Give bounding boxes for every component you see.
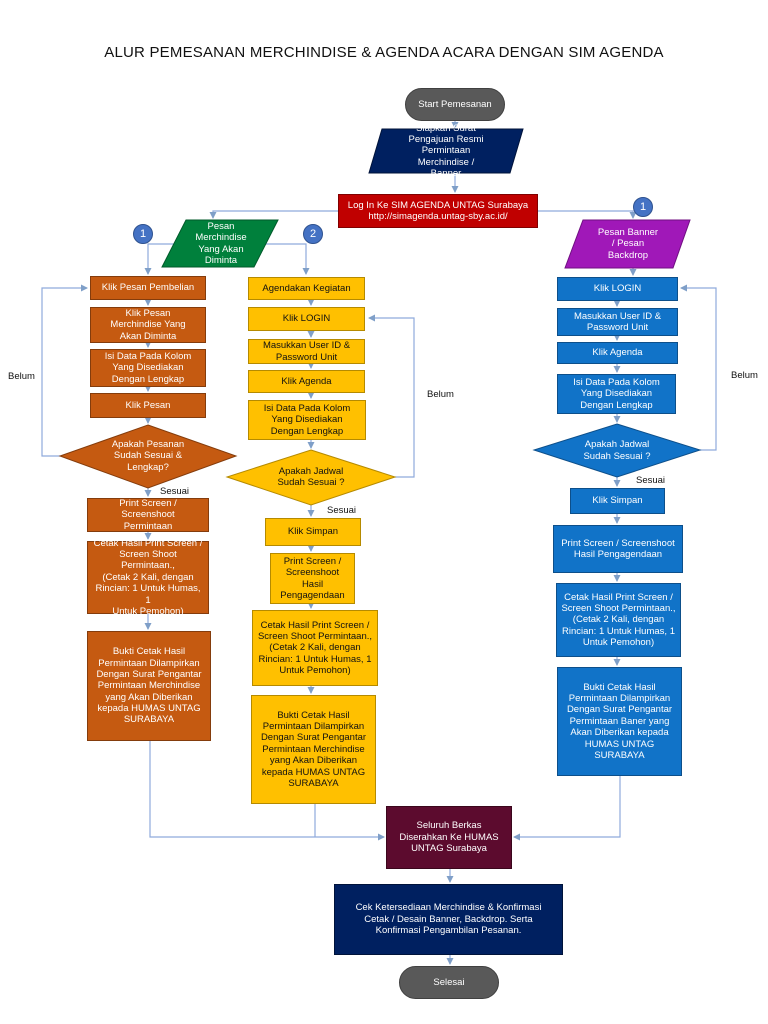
siapkan-shape: [368, 128, 524, 174]
decision-agenda-shape: [225, 449, 397, 506]
decision-agenda-text: Apakah Jadwal Sudah Sesuai ?: [277, 465, 345, 488]
label-sesuai-merch: Sesuai: [160, 486, 190, 497]
badge-1-right: 1: [633, 197, 653, 217]
label-belum-merch: Belum: [8, 371, 35, 382]
arrow-login-merch: [209, 210, 338, 219]
badge-1-left: 1: [133, 224, 153, 244]
step-masukkan-user-agenda: Masukkan User ID & Password Unit: [248, 339, 365, 364]
loop-belum-agenda: [368, 314, 415, 478]
pesan-merch-shape: [161, 219, 279, 268]
step-cetak-hasil-merch: Cetak Hasil Print Screen / Screen Shoot …: [87, 538, 209, 617]
pesan-merchindise-text: Pesan Merchindise Yang Akan Diminta: [195, 220, 247, 266]
step-print-screen-agenda: Print Screen / Screenshoot Hasil Pengage…: [270, 553, 355, 604]
step-bukti-cetak-agenda: Bukti Cetak Hasil Permintaan Dilampirkan…: [251, 695, 376, 804]
step-cetak-hasil-banner: Cetak Hasil Print Screen / Screen Shoot …: [556, 583, 681, 657]
step-klik-pesan-merchindise: Klik Pesan Merchindise Yang Akan Diminta: [90, 307, 206, 343]
step-masukkan-user-banner: Masukkan User ID & Password Unit: [557, 308, 678, 336]
step-klik-pesan-pembelian: Klik Pesan Pembelian: [90, 276, 206, 300]
arrow-col3-merge: [513, 776, 621, 841]
cek-ketersediaan-node: Cek Ketersediaan Merchindise & Konfirmas…: [334, 884, 563, 955]
label-sesuai-agenda: Sesuai: [327, 505, 357, 516]
step-bukti-cetak-merch: Bukti Cetak Hasil Permintaan Dilampirkan…: [87, 631, 211, 741]
page-title: ALUR PEMESANAN MERCHINDISE & AGENDA ACAR…: [104, 44, 664, 61]
arrow-merch-col1: [144, 243, 175, 275]
siapkan-surat-text: Siapkan Surat Pengajuan Resmi Permintaan…: [408, 122, 484, 180]
arrow-col1-merge: [149, 741, 385, 841]
step-klik-login-banner: Klik LOGIN: [557, 277, 678, 301]
step-bukti-cetak-banner: Bukti Cetak Hasil Permintaan Dilampirkan…: [557, 667, 682, 776]
step-klik-agenda-banner: Klik Agenda: [557, 342, 678, 364]
step-klik-simpan-agenda: Klik Simpan: [265, 518, 361, 546]
decision-merch-text: Apakah Pesanan Sudah Sesuai & Lengkap?: [111, 438, 185, 473]
arrow-login-banner: [538, 210, 637, 219]
label-belum-banner: Belum: [731, 370, 758, 381]
step-klik-agenda: Klik Agenda: [248, 370, 365, 393]
decision-banner-text: Apakah Jadwal Sudah Sesuai ?: [583, 439, 651, 462]
decision-merch-shape: [58, 424, 238, 489]
decision-banner-shape: [532, 423, 702, 478]
step-klik-simpan-banner: Klik Simpan: [570, 488, 665, 514]
label-belum-agenda: Belum: [427, 389, 454, 400]
login-sim-agenda: Log In Ke SIM AGENDA UNTAG Surabaya http…: [338, 194, 538, 228]
loop-belum-merch: [41, 284, 88, 457]
badge-2: 2: [303, 224, 323, 244]
step-isi-data-banner: Isi Data Pada Kolom Yang Disediakan Deng…: [557, 374, 676, 414]
start-node: Start Pemesanan: [405, 88, 505, 121]
pesan-banner-text: Pesan Banner / Pesan Backdrop: [597, 226, 659, 261]
seluruh-berkas-node: Seluruh Berkas Diserahkan Ke HUMAS UNTAG…: [386, 806, 512, 869]
arrow-merch-col2: [255, 243, 310, 275]
step-print-screen-permintaan: Print Screen / Screenshoot Permintaan: [87, 498, 209, 532]
label-sesuai-banner: Sesuai: [636, 475, 666, 486]
step-print-screen-banner: Print Screen / Screenshoot Hasil Pengage…: [553, 525, 683, 573]
pesan-banner-shape: [564, 219, 691, 269]
step-klik-pesan: Klik Pesan: [90, 393, 206, 418]
step-isi-data-merch: Isi Data Pada Kolom Yang Disediakan Deng…: [90, 349, 206, 387]
step-agendakan-kegiatan: Agendakan Kegiatan: [248, 277, 365, 300]
end-node: Selesai: [399, 966, 499, 999]
loop-belum-banner: [680, 284, 717, 451]
step-klik-login-agenda: Klik LOGIN: [248, 307, 365, 331]
step-isi-data-agenda: Isi Data Pada Kolom Yang Disediakan Deng…: [248, 400, 366, 440]
step-cetak-hasil-agenda: Cetak Hasil Print Screen / Screen Shoot …: [252, 610, 378, 686]
